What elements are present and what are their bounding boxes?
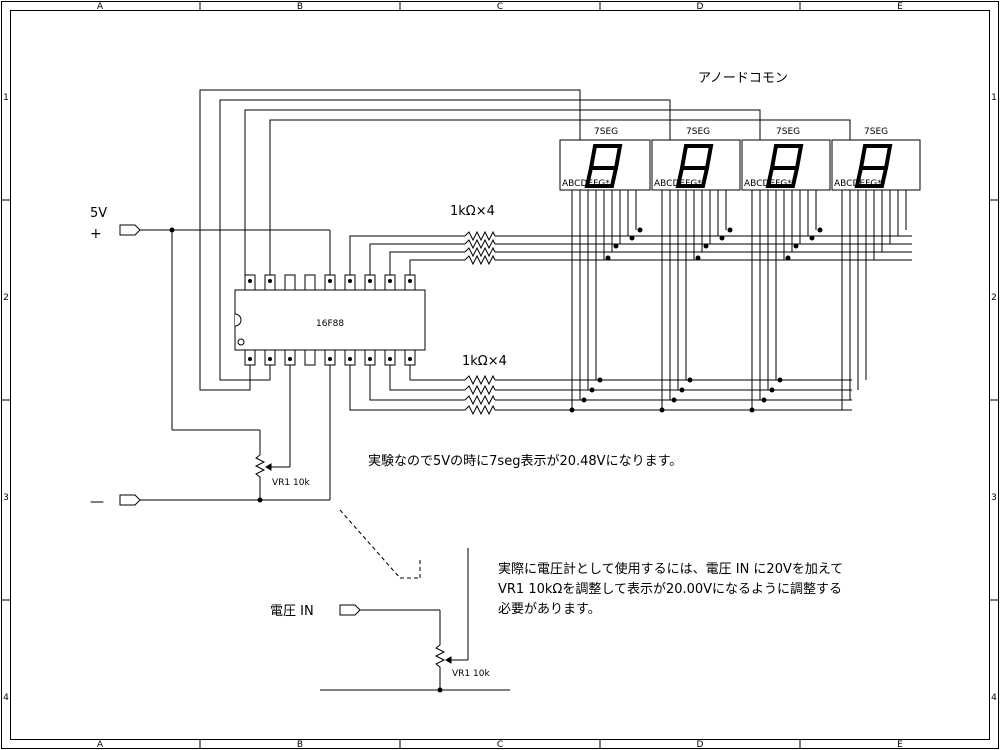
anode-common-wires (199, 89, 851, 391)
row-ref-2-right: 2 (991, 293, 997, 303)
bus-junction-dots (569, 227, 823, 413)
dashed-pointer (339, 509, 421, 579)
seven-segment-displays: 7SEG ABCDEFG* 7SEG ABCDEFG* 7SEG ABCDEFG… (559, 127, 921, 191)
seg-pin-letters-4: ABCDEFG* (834, 179, 882, 189)
power-5v-label: 5V (90, 206, 107, 221)
seg-pin-letters-3: ABCDEFG* (744, 179, 792, 189)
chip-pin-dots-top (248, 279, 412, 283)
seg-label-4: 7SEG (864, 127, 888, 137)
top-resistor-wires (349, 235, 912, 275)
seg-pin-letters-2: ABCDEFG* (654, 179, 702, 189)
frame-column-refs-top: A B C D E (97, 2, 903, 12)
power-5v: 5V + (90, 206, 331, 455)
vr1-top (254, 365, 291, 480)
frame-row-refs-left: 1 2 3 4 (3, 93, 9, 703)
col-ref-b-bottom: B (297, 740, 303, 750)
col-ref-a-bottom: A (97, 740, 104, 750)
seg-label-3: 7SEG (776, 127, 800, 137)
chip-pin-dots-bottom (248, 357, 412, 361)
chip-16f88: 16F88 (234, 289, 426, 351)
bottom-resistor-wires (349, 365, 852, 411)
row-ref-3: 3 (3, 493, 9, 503)
anode-common-label: アノードコモン (698, 71, 788, 86)
note2-line3: 必要があります。 (498, 602, 601, 617)
row-ref-4-right: 4 (991, 693, 997, 703)
segment-bus-verticals (571, 190, 907, 410)
vr1-bottom (320, 548, 510, 691)
row-ref-2: 2 (3, 293, 9, 303)
col-ref-c-bottom: C (497, 740, 503, 750)
seven-segment-display-4: 7SEG ABCDEFG* (831, 127, 921, 191)
vr1-bottom-label: VR1 10k (452, 669, 490, 679)
resistor-top-label: 1kΩ×4 (450, 204, 495, 219)
note-calibration: 実際に電圧計として使用するには、電圧 IN に20Vを加えて VR1 10kΩを… (498, 561, 843, 617)
frame-column-refs-bottom: A B C D E (97, 740, 903, 750)
note-experiment: 実験なので5Vの時に7seg表示が20.48Vになります。 (368, 453, 682, 469)
col-ref-c: C (497, 2, 503, 12)
voltage-in-label: 電圧 IN (270, 604, 314, 619)
seg-pin-letters-1: ABCDEFG* (562, 179, 610, 189)
seg-label-1: 7SEG (594, 127, 618, 137)
chip-label: 16F88 (316, 319, 344, 329)
row-ref-4: 4 (3, 693, 9, 703)
row-ref-1-right: 1 (991, 93, 997, 103)
seg-label-2: 7SEG (686, 127, 710, 137)
seven-segment-display-1: 7SEG ABCDEFG* (559, 127, 651, 191)
col-ref-d-bottom: D (697, 740, 704, 750)
power-plus-sign: + (90, 226, 102, 242)
seven-segment-display-3: 7SEG ABCDEFG* (741, 127, 831, 191)
col-ref-d: D (697, 2, 704, 12)
col-ref-a: A (97, 2, 104, 12)
power-minus-sign: — (90, 494, 104, 510)
top-resistors (464, 230, 496, 266)
vr1-top-label: VR1 10k (272, 478, 310, 488)
row-ref-1: 1 (3, 93, 9, 103)
vr1-bottom-junction (437, 687, 443, 693)
power-ground: — (90, 365, 331, 510)
row-ref-3-right: 3 (991, 493, 997, 503)
seven-segment-display-2: 7SEG ABCDEFG* (651, 127, 741, 191)
col-ref-e: E (897, 2, 903, 12)
voltage-in-connector (339, 604, 441, 645)
frame-row-refs-right: 1 2 3 4 (991, 93, 997, 703)
col-ref-e-bottom: E (897, 740, 903, 750)
note2-line2: VR1 10kΩを調整して表示が20.00Vになるように調整する (498, 582, 842, 597)
resistor-bottom-label: 1kΩ×4 (462, 354, 507, 369)
note2-line1: 実際に電圧計として使用するには、電圧 IN に20Vを加えて (498, 561, 843, 577)
col-ref-b: B (297, 2, 303, 12)
bottom-resistors (464, 374, 496, 416)
